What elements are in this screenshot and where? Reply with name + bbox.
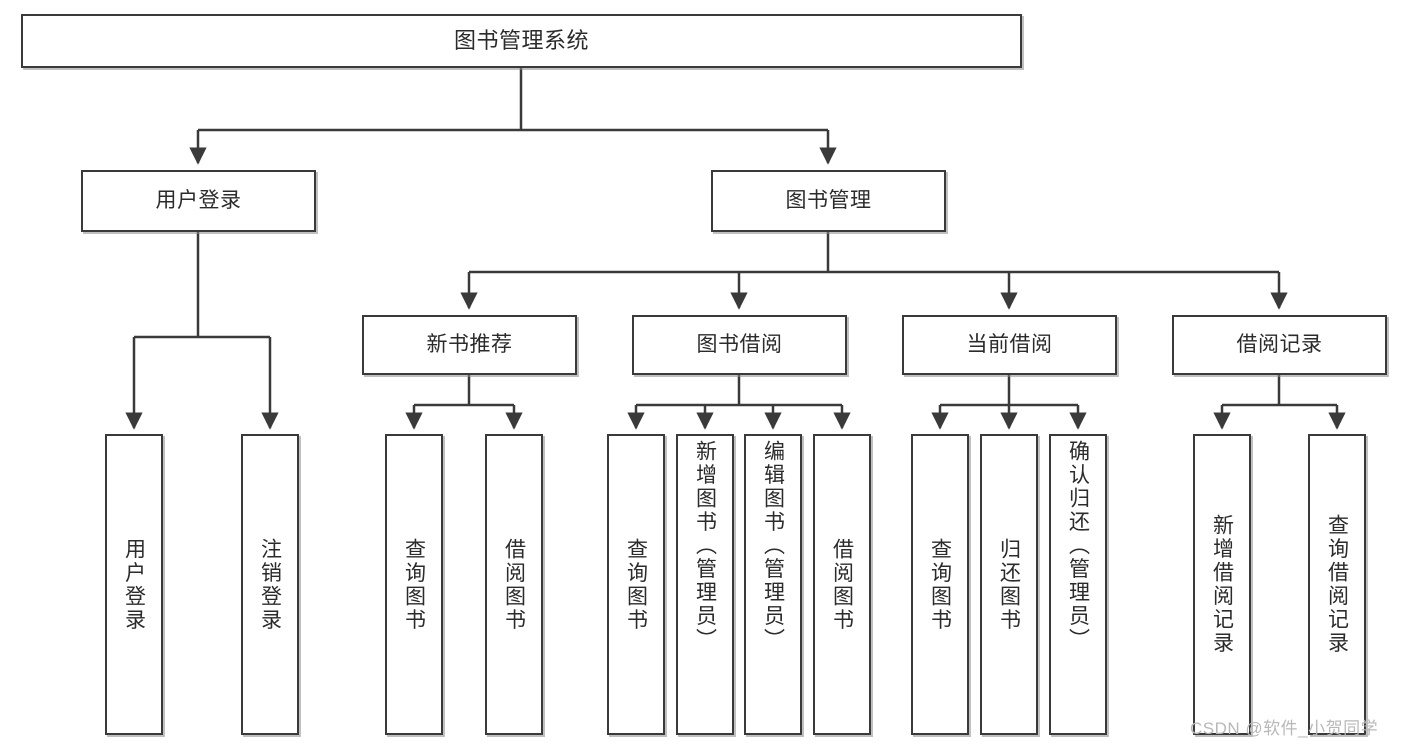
node-book-borrow-label: 图书借阅 — [696, 332, 783, 356]
node-leaf-edit-book-label: 编辑图书（管理员） — [761, 440, 785, 652]
node-leaf-query-book-2[interactable]: 查询图书 — [607, 434, 665, 735]
node-leaf-add-record[interactable]: 新增借阅记录 — [1193, 434, 1251, 735]
node-current-borrow[interactable]: 当前借阅 — [902, 315, 1117, 375]
node-borrow-record-label: 借阅记录 — [1236, 332, 1323, 356]
node-leaf-logout[interactable]: 注销登录 — [241, 434, 299, 735]
node-leaf-query-book-3-label: 查询图书 — [928, 537, 952, 632]
node-user-login[interactable]: 用户登录 — [81, 170, 316, 232]
node-leaf-add-record-label: 新增借阅记录 — [1210, 514, 1234, 655]
node-leaf-logout-label: 注销登录 — [258, 537, 282, 632]
node-root-label: 图书管理系统 — [453, 28, 589, 54]
node-leaf-confirm-return-label: 确认归还（管理员） — [1066, 440, 1090, 652]
node-leaf-borrow-book-1[interactable]: 借阅图书 — [485, 434, 543, 735]
node-leaf-borrow-book-2-label: 借阅图书 — [830, 537, 854, 632]
node-leaf-return-book-label: 归还图书 — [997, 537, 1021, 632]
node-new-book-rec[interactable]: 新书推荐 — [362, 315, 577, 375]
node-leaf-confirm-return[interactable]: 确认归还（管理员） — [1049, 434, 1107, 735]
watermark-text: CSDN @软件_小贺同学 — [1190, 719, 1379, 738]
node-leaf-user-login-label: 用户登录 — [122, 537, 146, 632]
node-leaf-query-record-label: 查询借阅记录 — [1325, 514, 1349, 655]
node-leaf-add-book[interactable]: 新增图书（管理员） — [676, 434, 734, 735]
node-leaf-query-book-2-label: 查询图书 — [624, 537, 648, 632]
node-user-login-label: 用户登录 — [155, 188, 242, 212]
node-book-manage[interactable]: 图书管理 — [711, 170, 946, 232]
node-leaf-edit-book[interactable]: 编辑图书（管理员） — [744, 434, 802, 735]
node-leaf-query-book-1[interactable]: 查询图书 — [385, 434, 443, 735]
node-leaf-user-login[interactable]: 用户登录 — [105, 434, 163, 735]
node-book-borrow[interactable]: 图书借阅 — [632, 315, 847, 375]
node-leaf-borrow-book-2[interactable]: 借阅图书 — [813, 434, 871, 735]
node-book-manage-label: 图书管理 — [785, 188, 872, 212]
node-leaf-return-book[interactable]: 归还图书 — [980, 434, 1038, 735]
node-leaf-query-book-3[interactable]: 查询图书 — [911, 434, 969, 735]
node-new-book-rec-label: 新书推荐 — [426, 332, 513, 356]
node-leaf-query-book-1-label: 查询图书 — [402, 537, 426, 632]
node-leaf-query-record[interactable]: 查询借阅记录 — [1308, 434, 1366, 735]
node-leaf-add-book-label: 新增图书（管理员） — [693, 440, 717, 652]
node-leaf-borrow-book-1-label: 借阅图书 — [502, 537, 526, 632]
node-borrow-record[interactable]: 借阅记录 — [1172, 315, 1387, 375]
node-current-borrow-label: 当前借阅 — [966, 332, 1053, 356]
node-root[interactable]: 图书管理系统 — [21, 14, 1022, 68]
